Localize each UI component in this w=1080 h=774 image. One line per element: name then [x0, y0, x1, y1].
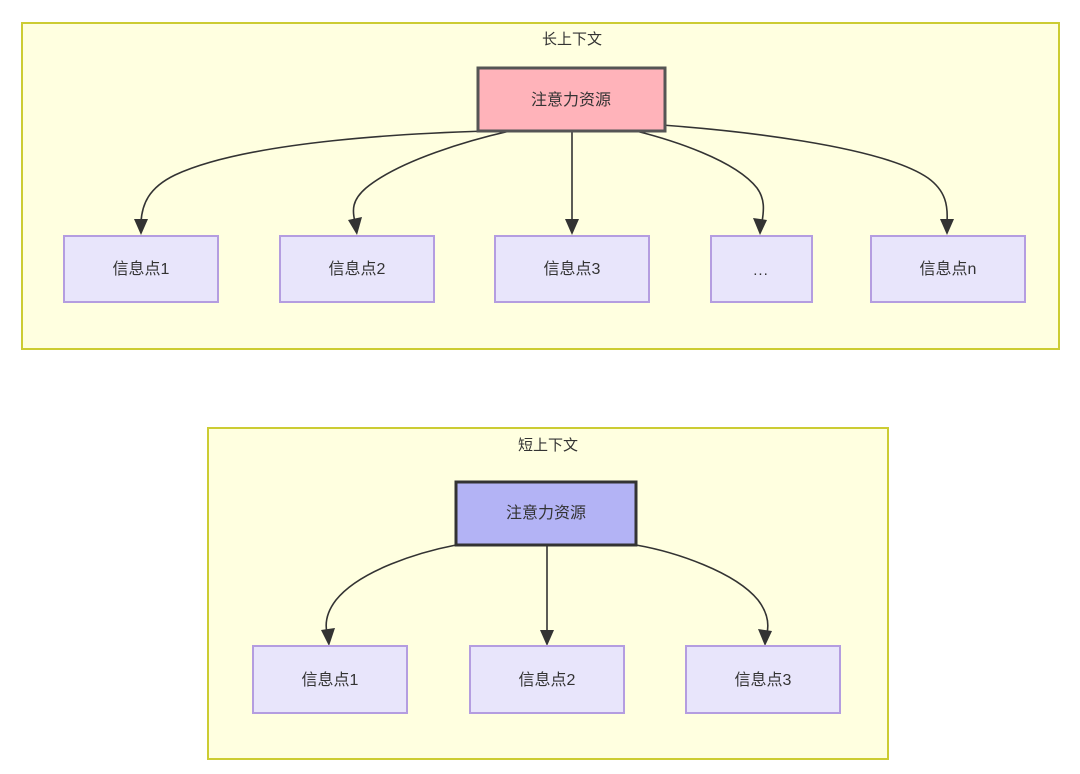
- group-short-context: 短上下文 注意力资源 信息点1 信息点2 信息点3: [207, 427, 889, 760]
- node-leaf-short-3-rect[interactable]: [685, 645, 841, 714]
- node-root-short-context[interactable]: 注意力资源: [454, 480, 638, 547]
- group-long-context: 长上下文 注意力资源 信息点1 信息点2: [21, 22, 1060, 350]
- node-leaf-long-5[interactable]: 信息点n: [870, 235, 1026, 303]
- node-leaf-long-2-rect[interactable]: [279, 235, 435, 303]
- node-leaf-short-3-label: 信息点3: [735, 671, 792, 689]
- group-title-long-context: 长上下文: [542, 31, 602, 48]
- edge-root-to-leaf-5: [661, 124, 949, 223]
- node-leaf-long-3[interactable]: 信息点3: [494, 235, 650, 303]
- node-leaf-long-3-label: 信息点3: [544, 260, 601, 278]
- node-leaf-long-3-rect[interactable]: [494, 235, 650, 303]
- edge-root-to-leaf-4: [635, 130, 765, 223]
- node-leaf-short-2[interactable]: 信息点2: [469, 645, 625, 714]
- arrowhead-leaf-2: [348, 217, 362, 235]
- node-root-long-context[interactable]: 注意力资源: [476, 66, 667, 133]
- arrowhead-leaf-5: [940, 219, 954, 235]
- node-leaf-short-3[interactable]: 信息点3: [685, 645, 841, 714]
- edge-short-root-to-leaf-1: [325, 544, 457, 634]
- node-leaf-long-5-label: 信息点n: [920, 260, 977, 278]
- arrowhead-short-leaf-1: [321, 628, 335, 646]
- node-leaf-short-1-label: 信息点1: [302, 671, 359, 689]
- arrowhead-leaf-1: [134, 219, 148, 235]
- node-leaf-long-1-label: 信息点1: [113, 260, 170, 278]
- arrowhead-leaf-4: [753, 218, 767, 235]
- group-title-short-context: 短上下文: [518, 437, 578, 454]
- arrowhead-short-leaf-2: [540, 630, 554, 646]
- node-leaf-long-2[interactable]: 信息点2: [279, 235, 435, 303]
- edge-short-root-to-leaf-3: [635, 544, 769, 634]
- edge-root-to-leaf-2: [352, 130, 511, 223]
- edge-group-long-context: [134, 124, 954, 235]
- node-root-short-context-label: 注意力资源: [506, 503, 586, 522]
- node-leaf-long-4-rect[interactable]: [710, 235, 813, 303]
- node-leaf-long-1-rect[interactable]: [63, 235, 219, 303]
- arrowhead-short-leaf-3: [758, 629, 772, 646]
- node-leaf-long-4[interactable]: ...: [710, 235, 813, 303]
- node-leaf-long-4-label: ...: [753, 262, 769, 279]
- edge-group-short-context: [321, 544, 772, 646]
- node-root-long-context-label: 注意力资源: [531, 90, 611, 109]
- node-root-short-context-rect[interactable]: [454, 480, 638, 547]
- arrowhead-leaf-3: [565, 219, 579, 235]
- node-leaf-long-5-rect[interactable]: [870, 235, 1026, 303]
- node-leaf-long-2-label: 信息点2: [329, 260, 386, 278]
- edge-root-to-leaf-1: [140, 130, 487, 223]
- node-leaf-short-1-rect[interactable]: [252, 645, 408, 714]
- node-leaf-long-1[interactable]: 信息点1: [63, 235, 219, 303]
- node-leaf-short-1[interactable]: 信息点1: [252, 645, 408, 714]
- node-leaf-short-2-label: 信息点2: [519, 671, 576, 689]
- node-leaf-short-2-rect[interactable]: [469, 645, 625, 714]
- node-root-long-context-rect[interactable]: [476, 66, 667, 133]
